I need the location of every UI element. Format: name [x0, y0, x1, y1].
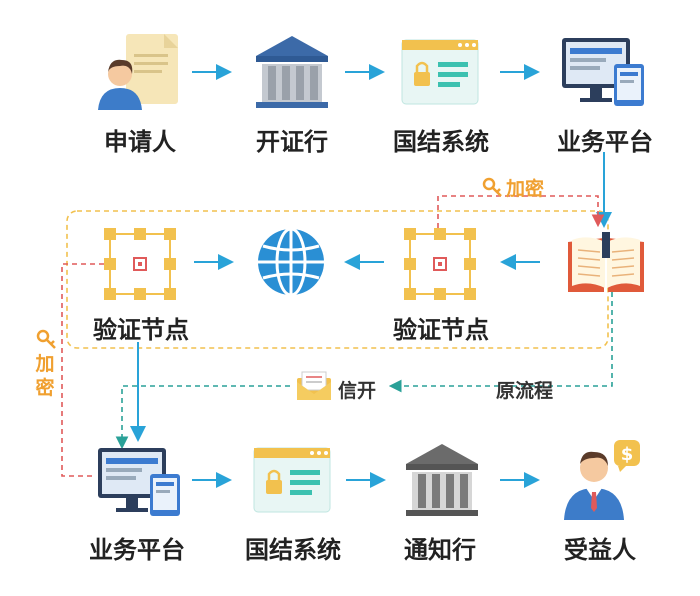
- beneficiary-icon: $: [564, 440, 640, 520]
- svg-text:$: $: [621, 444, 634, 465]
- applicant-label: 申请人: [104, 128, 176, 156]
- key-icon-left: [36, 329, 56, 349]
- verify-node-right-icon: [404, 228, 476, 300]
- verify-node-right-label: 验证节点: [393, 316, 489, 344]
- original-flow-label: 原流程: [496, 380, 554, 402]
- issuing-bank-icon: [256, 36, 328, 108]
- encrypt-top-label: 加密: [506, 178, 545, 200]
- platform-top-icon: [562, 38, 644, 106]
- key-icon: [482, 177, 502, 197]
- globe-icon: [258, 227, 324, 297]
- platform-top-label: 业务平台: [557, 128, 653, 156]
- advising-bank-icon: [406, 444, 478, 516]
- platform-bottom-label: 业务平台: [89, 536, 185, 564]
- platform-bottom-icon: [98, 448, 180, 516]
- original-flow-path: [388, 292, 613, 393]
- encrypt-path-top: [437, 195, 605, 228]
- guojie-bottom-label: 国结系统: [245, 536, 341, 564]
- encrypt-path-left: [61, 263, 104, 477]
- verify-node-left-icon: [104, 228, 176, 300]
- letter-open-label: 信开: [338, 380, 377, 402]
- encrypt-left-label: 加密: [35, 353, 55, 399]
- envelope-icon: [297, 371, 331, 400]
- guojie-top-icon: [401, 39, 479, 105]
- letter-open-path: [115, 385, 290, 450]
- issuing-bank-label: 开证行: [256, 128, 328, 156]
- verify-node-left-label: 验证节点: [93, 316, 189, 344]
- ledger-book-icon: [568, 232, 644, 292]
- advising-bank-label: 通知行: [404, 536, 476, 564]
- applicant-icon: [98, 34, 178, 110]
- guojie-bottom-icon: [253, 447, 331, 513]
- guojie-top-label: 国结系统: [393, 128, 489, 156]
- beneficiary-label: 受益人: [564, 536, 636, 564]
